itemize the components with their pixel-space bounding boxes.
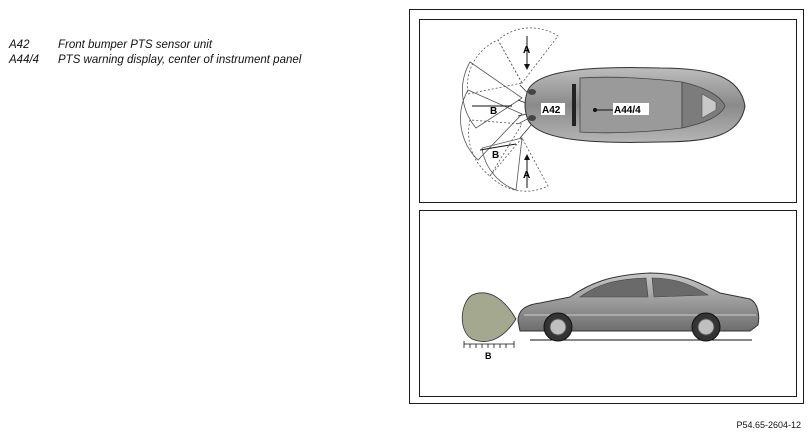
pts-figure: A A B B	[409, 9, 804, 404]
legend-code: A42	[9, 39, 30, 51]
zone-a-label-top: A	[523, 45, 530, 56]
sensor-label: A42	[542, 105, 561, 116]
legend-row-a44-4: A44/4 PTS warning display, center of ins…	[9, 53, 301, 68]
legend: A42 Front bumper PTS sensor unit A44/4 P…	[9, 38, 301, 68]
car-side-view	[517, 272, 760, 342]
range-scale	[463, 341, 515, 348]
detection-zone-side	[461, 292, 517, 342]
top-view-panel: A A B B	[419, 19, 797, 203]
legend-description: Front bumper PTS sensor unit	[58, 39, 213, 51]
side-view-diagram: B	[461, 272, 760, 361]
legend-code: A44/4	[9, 54, 40, 66]
legend-row-a42: A42 Front bumper PTS sensor unit	[9, 38, 301, 53]
car-top-view	[524, 67, 746, 143]
display-label: A44/4	[614, 105, 641, 116]
zone-a-label-bottom: A	[523, 170, 530, 181]
side-view-panel: B	[419, 210, 797, 397]
top-view-diagram: A A B B	[460, 27, 746, 192]
zone-b-label-top: B	[490, 106, 497, 117]
range-label: B	[485, 351, 492, 361]
legend-description: PTS warning display, center of instrumen…	[58, 54, 302, 66]
figure-reference: P54.65-2604-12	[736, 420, 801, 430]
zone-b-label-bottom: B	[492, 150, 499, 161]
zone-b-arrows	[472, 105, 517, 151]
